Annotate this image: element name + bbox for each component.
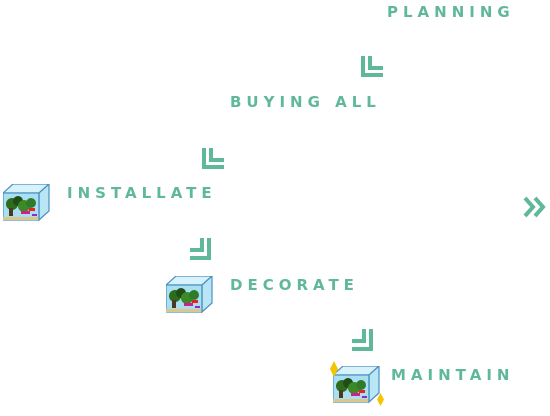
- step-label-planning: PLANNING: [387, 3, 515, 21]
- step-label-decorate: DECORATE: [230, 276, 359, 294]
- step-label-buying-all: BUYING ALL: [230, 93, 381, 111]
- aquarium-icon: [166, 276, 213, 313]
- aquarium-icon: [3, 184, 50, 221]
- sparkle-icon: [377, 393, 384, 406]
- corner-arrow-icon: [190, 238, 211, 260]
- double-chevron-right-icon[interactable]: [522, 195, 548, 219]
- sparkle-icon: [330, 361, 338, 377]
- corner-arrow-icon: [352, 329, 373, 351]
- step-label-maintain: MAINTAIN: [391, 366, 515, 384]
- step-label-installate: INSTALLATE: [67, 184, 217, 202]
- corner-arrow-icon: [202, 148, 224, 169]
- aquarium-icon: [333, 366, 380, 403]
- corner-arrow-icon: [361, 56, 383, 77]
